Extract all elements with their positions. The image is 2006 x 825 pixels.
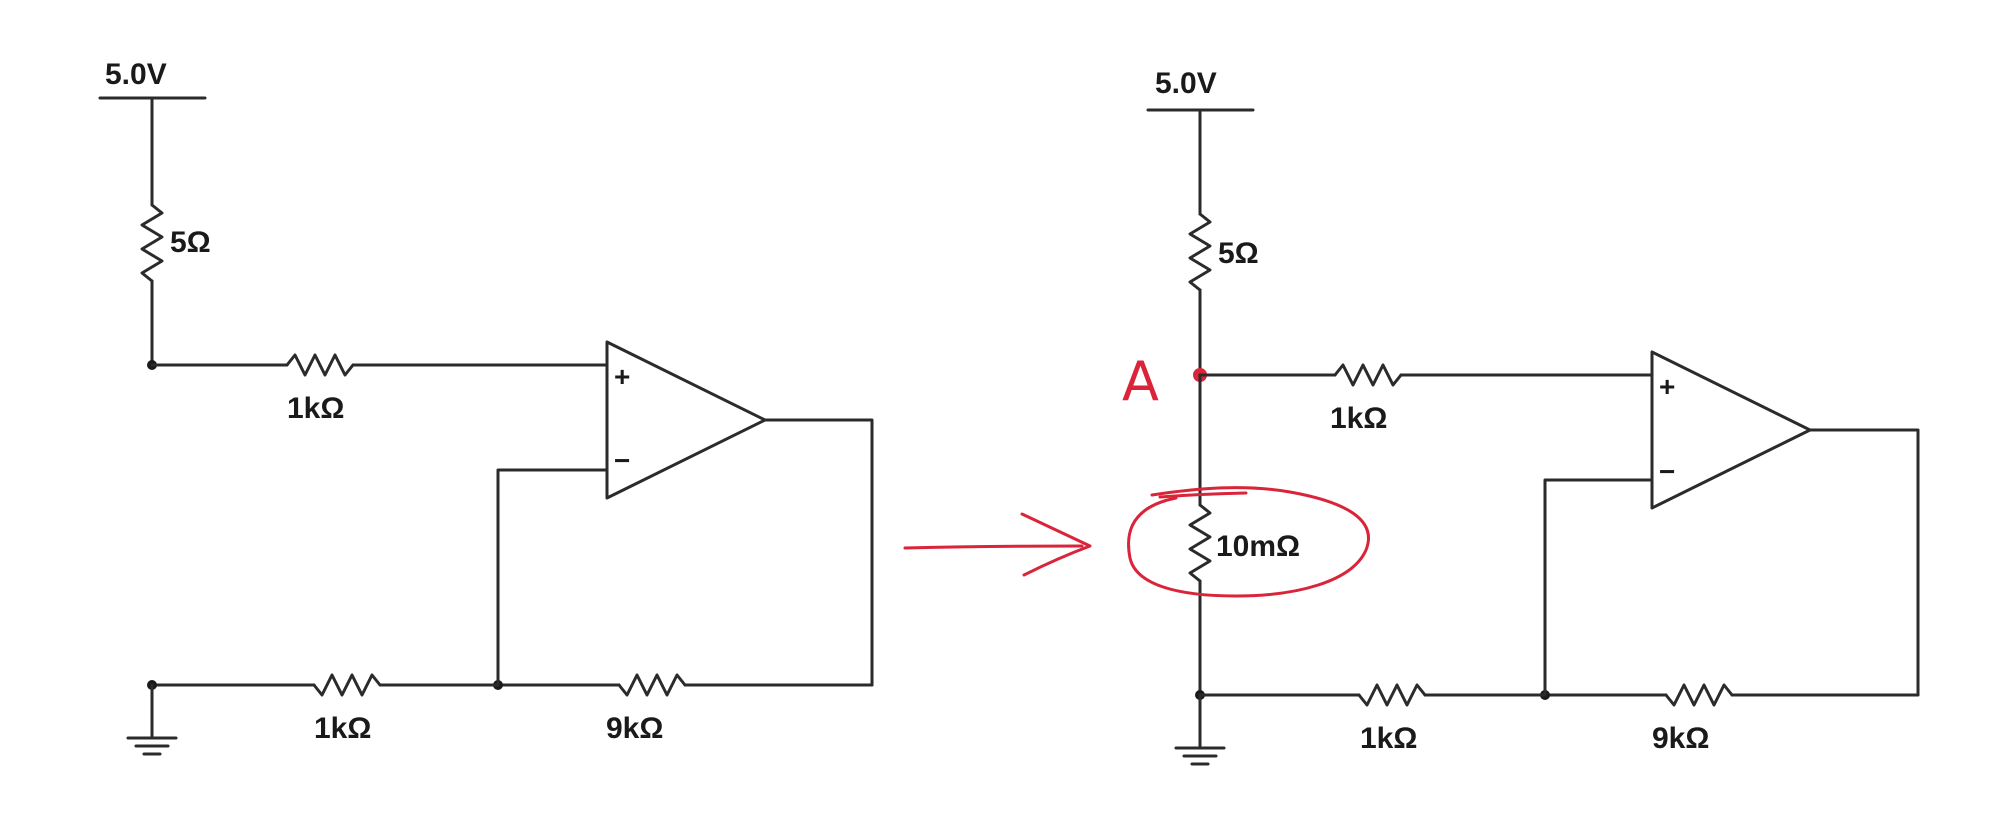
left-output-wire: [763, 418, 874, 687]
left-supply-label: 5.0V: [105, 58, 167, 91]
left-opamp-minus: −: [614, 445, 630, 476]
node-a-label: A: [1122, 350, 1159, 413]
transform-arrow-icon: [903, 512, 1092, 577]
left-wire-to-minus: [496, 468, 609, 687]
left-circuit: 5.0V 5Ω 1kΩ + − 9kΩ 1kΩ: [98, 58, 874, 756]
left-resistor-1k-input: [285, 353, 355, 377]
right-resistor-9k-label: 9kΩ: [1652, 722, 1709, 755]
right-resistor-5ohm: [1188, 212, 1212, 292]
right-circuit: 5.0V 5Ω 1kΩ + − 9kΩ 10mΩ 1kΩ: [1146, 67, 1920, 766]
shunt-highlight-circle-icon: [1127, 486, 1370, 598]
right-ground-icon: [1174, 693, 1226, 766]
left-resistor-5ohm: [140, 203, 164, 283]
right-resistor-1k-ground-label: 1kΩ: [1360, 722, 1417, 755]
right-resistor-1k-input-label: 1kΩ: [1330, 402, 1387, 435]
right-resistor-1k-ground: [1357, 683, 1427, 707]
right-resistor-10mohm-label: 10mΩ: [1216, 530, 1300, 563]
left-ground-icon: [126, 683, 178, 756]
shunt-strike-mark-icon: [1158, 491, 1248, 499]
right-resistor-10mohm: [1188, 503, 1212, 583]
right-supply-label: 5.0V: [1155, 67, 1217, 100]
right-resistor-9k: [1664, 683, 1734, 707]
right-resistor-1k-input: [1333, 363, 1403, 387]
handwritten-annotations: A: [1122, 350, 1370, 598]
left-resistor-1k-ground: [312, 673, 382, 697]
right-wire-to-minus: [1543, 478, 1654, 697]
left-opamp: [605, 340, 767, 500]
left-opamp-plus: +: [614, 361, 630, 392]
right-opamp-plus: +: [1659, 371, 1675, 402]
right-opamp: [1650, 350, 1812, 510]
right-opamp-minus: −: [1659, 456, 1675, 487]
left-resistor-9k-label: 9kΩ: [606, 712, 663, 745]
left-resistor-1k-input-label: 1kΩ: [287, 392, 344, 425]
left-resistor-5ohm-label: 5Ω: [170, 226, 211, 259]
right-output-wire: [1808, 428, 1920, 697]
right-resistor-5ohm-label: 5Ω: [1218, 237, 1259, 270]
left-resistor-1k-ground-label: 1kΩ: [314, 712, 371, 745]
left-resistor-9k: [617, 673, 687, 697]
